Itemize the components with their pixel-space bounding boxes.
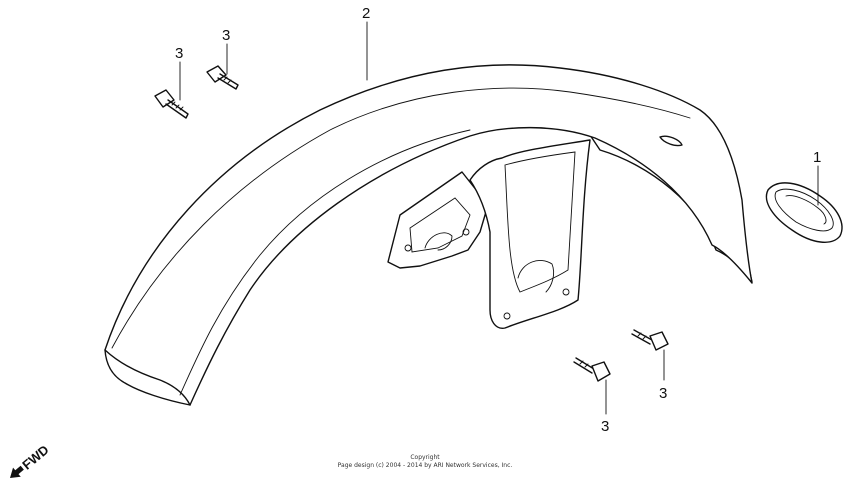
center-mounting-bracket <box>469 139 591 329</box>
callout-grommet: 1 <box>813 149 821 206</box>
callout-number-3d: 3 <box>601 418 609 435</box>
front-fender[interactable] <box>104 64 753 406</box>
grommet[interactable] <box>765 182 843 243</box>
fender-outer-shell <box>104 64 753 406</box>
callout-number-2: 2 <box>362 5 370 22</box>
copyright-line-2: Page design (c) 2004 - 2014 by ARI Netwo… <box>338 462 513 469</box>
fender-slot <box>659 135 683 147</box>
fwd-indicator: FWD <box>10 442 52 478</box>
fwd-arrow-icon <box>10 465 24 478</box>
copyright-notice: Copyright Page design (c) 2004 - 2014 by… <box>338 454 513 469</box>
left-mounting-bracket <box>387 171 489 269</box>
fender-edge-lip <box>104 349 191 406</box>
fwd-label: FWD <box>19 442 51 473</box>
callout-number-1: 1 <box>813 149 821 166</box>
callout-bolt-a: 3 <box>175 45 183 101</box>
callout-bolt-d: 3 <box>601 379 609 435</box>
callout-number-3a: 3 <box>175 45 183 62</box>
callout-bolt-b: 3 <box>222 27 230 75</box>
copyright-line-1: Copyright <box>410 454 440 461</box>
bolt-d[interactable] <box>573 357 611 382</box>
callout-number-3c: 3 <box>659 385 667 402</box>
bolt-c[interactable] <box>631 329 669 351</box>
fender-center-rib <box>111 87 691 349</box>
bolt-b[interactable] <box>206 65 239 90</box>
bolt-a[interactable] <box>154 89 189 119</box>
fender-side-rib <box>179 129 471 396</box>
callout-number-3b: 3 <box>222 27 230 44</box>
callout-fender: 2 <box>362 5 370 81</box>
callout-bolt-c: 3 <box>659 349 667 402</box>
